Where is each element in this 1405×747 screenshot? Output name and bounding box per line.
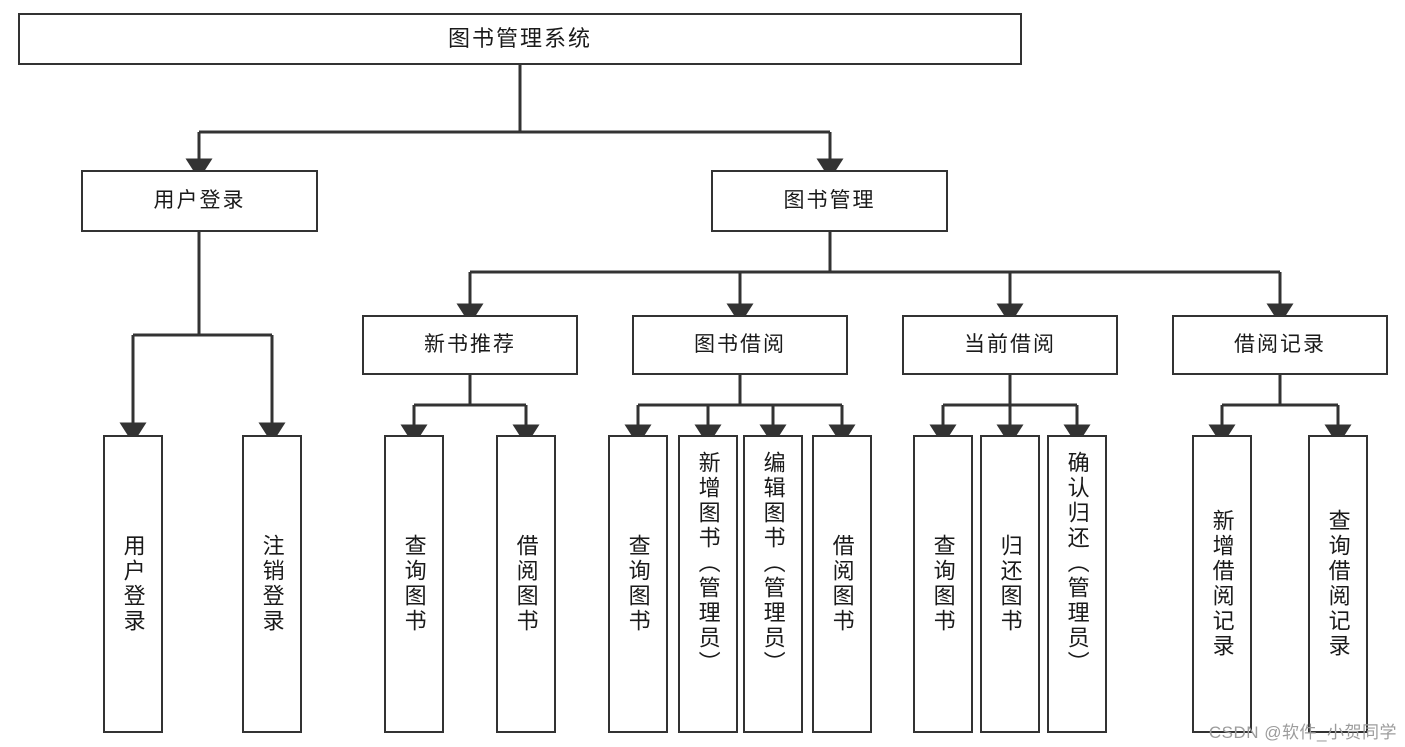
node-leaf-query-record-label: 查询借阅记录 bbox=[1325, 509, 1351, 659]
node-book-management[interactable]: 图书管理 bbox=[711, 170, 948, 232]
node-root-system-label: 图书管理系统 bbox=[447, 26, 592, 52]
node-new-book-recommend-label: 新书推荐 bbox=[424, 332, 516, 356]
node-book-borrow[interactable]: 图书借阅 bbox=[632, 315, 848, 375]
node-leaf-add-book-label: 新增图书（管理员） bbox=[695, 451, 721, 676]
node-leaf-user-login[interactable]: 用户登录 bbox=[103, 435, 163, 733]
node-new-book-recommend[interactable]: 新书推荐 bbox=[362, 315, 578, 375]
node-current-borrow-label: 当前借阅 bbox=[964, 332, 1056, 356]
node-leaf-confirm-return[interactable]: 确认归还（管理员） bbox=[1047, 435, 1107, 733]
node-leaf-query-book-2-label: 查询图书 bbox=[625, 534, 651, 634]
csdn-watermark: CSDN @软件_小贺同学 bbox=[1208, 723, 1397, 742]
node-leaf-borrow-book-1[interactable]: 借阅图书 bbox=[496, 435, 556, 733]
node-user-login[interactable]: 用户登录 bbox=[81, 170, 318, 232]
node-leaf-borrow-book-1-label: 借阅图书 bbox=[513, 534, 539, 634]
node-leaf-confirm-return-label: 确认归还（管理员） bbox=[1064, 451, 1090, 676]
node-current-borrow[interactable]: 当前借阅 bbox=[902, 315, 1118, 375]
node-leaf-edit-book[interactable]: 编辑图书（管理员） bbox=[743, 435, 803, 733]
node-leaf-add-book[interactable]: 新增图书（管理员） bbox=[678, 435, 738, 733]
node-book-management-label: 图书管理 bbox=[783, 188, 876, 212]
node-user-login-label: 用户登录 bbox=[153, 188, 246, 212]
node-leaf-borrow-book-2-label: 借阅图书 bbox=[829, 534, 855, 634]
node-leaf-query-book-3[interactable]: 查询图书 bbox=[913, 435, 973, 733]
node-leaf-query-book-1[interactable]: 查询图书 bbox=[384, 435, 444, 733]
node-leaf-add-record-label: 新增借阅记录 bbox=[1209, 509, 1235, 659]
node-leaf-return-book[interactable]: 归还图书 bbox=[980, 435, 1040, 733]
node-leaf-query-book-2[interactable]: 查询图书 bbox=[608, 435, 668, 733]
node-leaf-edit-book-label: 编辑图书（管理员） bbox=[760, 451, 786, 676]
node-leaf-borrow-book-2[interactable]: 借阅图书 bbox=[812, 435, 872, 733]
node-leaf-user-login-label: 用户登录 bbox=[120, 534, 146, 634]
node-root-system[interactable]: 图书管理系统 bbox=[18, 13, 1022, 65]
node-leaf-query-record[interactable]: 查询借阅记录 bbox=[1308, 435, 1368, 733]
node-leaf-query-book-3-label: 查询图书 bbox=[930, 534, 956, 634]
node-borrow-record-label: 借阅记录 bbox=[1234, 332, 1326, 356]
node-leaf-query-book-1-label: 查询图书 bbox=[401, 534, 427, 634]
node-leaf-logout-login[interactable]: 注销登录 bbox=[242, 435, 302, 733]
node-borrow-record[interactable]: 借阅记录 bbox=[1172, 315, 1388, 375]
node-leaf-return-book-label: 归还图书 bbox=[997, 534, 1023, 634]
node-leaf-logout-login-label: 注销登录 bbox=[259, 534, 285, 634]
node-book-borrow-label: 图书借阅 bbox=[694, 332, 786, 356]
node-leaf-add-record[interactable]: 新增借阅记录 bbox=[1192, 435, 1252, 733]
